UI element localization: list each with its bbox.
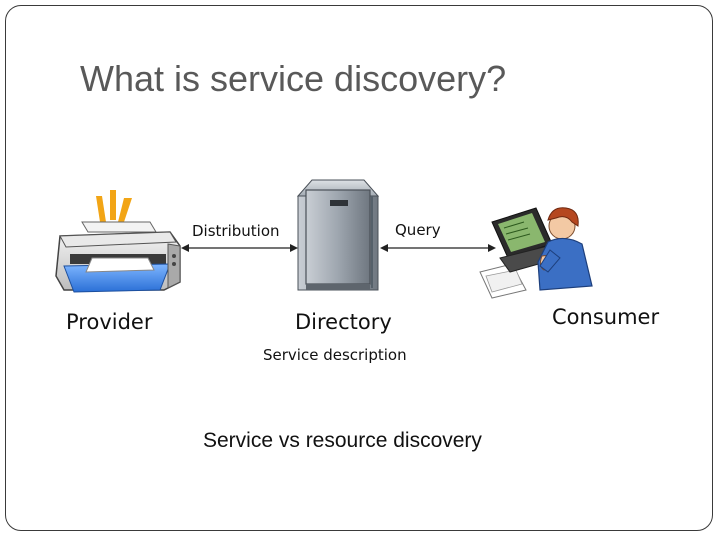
- node-label-consumer: Consumer: [552, 305, 660, 329]
- printer-icon: [55, 190, 181, 293]
- node-label-directory: Directory: [295, 310, 392, 334]
- bottom-caption: Service vs resource discovery: [203, 429, 482, 452]
- node-sublabel-directory: Service description: [263, 346, 407, 364]
- edge-query-arrow: [380, 244, 496, 252]
- node-label-provider: Provider: [66, 310, 153, 334]
- edge-distribution-arrow: [181, 244, 298, 252]
- edge-label-query: Query: [395, 221, 441, 239]
- edge-label-distribution: Distribution: [192, 222, 280, 240]
- server-icon: [296, 179, 380, 291]
- user-at-computer-icon: [479, 207, 593, 299]
- slide-title: What is service discovery?: [80, 58, 507, 99]
